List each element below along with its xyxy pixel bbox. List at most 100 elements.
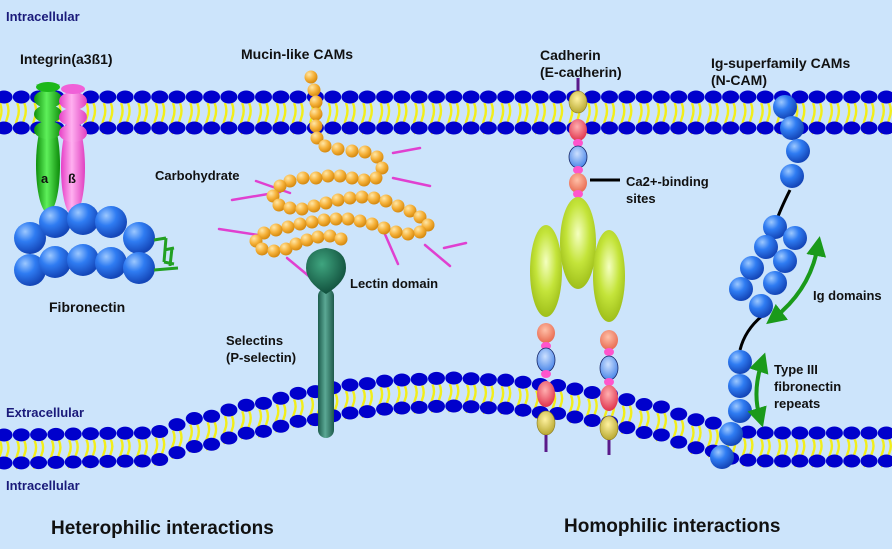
lipid-head xyxy=(583,121,601,135)
lipid-head xyxy=(462,400,480,414)
mucin-bead xyxy=(273,179,287,193)
lipid-head xyxy=(289,90,307,104)
fn3-repeats-label: Type III fibronectin repeats xyxy=(774,361,841,412)
lipid-head xyxy=(272,391,290,405)
mucin-bead xyxy=(257,226,271,240)
lipid-head xyxy=(497,401,515,415)
cadherin-label: Cadherin (E-cadherin) xyxy=(540,47,622,81)
lipid-head xyxy=(358,121,376,135)
mucin-bead xyxy=(318,139,332,153)
mucin-bead xyxy=(323,229,337,243)
lipid-head xyxy=(358,90,376,104)
lipid-head xyxy=(133,90,151,104)
lipid-head xyxy=(0,121,13,135)
lipid-head xyxy=(272,419,290,433)
lipid-head xyxy=(583,90,601,104)
mucin-bead xyxy=(267,244,281,258)
lipid-head xyxy=(99,121,117,135)
lipid-head xyxy=(549,121,567,135)
lipid-head xyxy=(877,90,892,104)
lipid-head xyxy=(652,400,670,414)
lipid-head xyxy=(341,378,359,392)
lipid-head xyxy=(618,90,636,104)
lipid-head xyxy=(151,121,169,135)
region-label-bottom-intracellular: Intracellular xyxy=(6,478,80,493)
region-label-extracellular: Extracellular xyxy=(6,405,85,420)
lipid-head xyxy=(635,398,653,412)
mucin-bead xyxy=(296,171,310,185)
lipid-head xyxy=(0,90,13,104)
mucin-bead xyxy=(333,169,347,183)
lipid-head xyxy=(618,121,636,135)
lipid-head xyxy=(687,413,705,427)
lipid-head xyxy=(376,90,394,104)
lipid-head xyxy=(860,426,878,440)
lipid-head xyxy=(341,90,359,104)
lipid-head xyxy=(514,121,532,135)
lipid-head xyxy=(704,416,722,430)
lipid-head xyxy=(12,456,30,470)
lipid-head xyxy=(393,373,411,387)
mucin-bead xyxy=(307,83,321,97)
lipid-head xyxy=(203,121,221,135)
lipid-head xyxy=(583,385,601,399)
lipid-head xyxy=(255,121,272,135)
lipid-head xyxy=(843,426,861,440)
ig-domains-arrow xyxy=(766,236,827,325)
mucin-bead xyxy=(341,212,355,226)
lipid-head xyxy=(237,398,255,412)
lipid-head xyxy=(445,399,463,413)
lipid-head xyxy=(704,90,722,104)
lipid-head xyxy=(30,428,48,442)
selectin-label-line2: (P-selectin) xyxy=(226,350,297,365)
lipid-head xyxy=(133,454,151,468)
lipid-head xyxy=(376,402,394,416)
lipid-head xyxy=(358,405,376,419)
lipid-head xyxy=(82,455,99,469)
lipid-head xyxy=(64,455,82,469)
lipid-head xyxy=(47,427,65,441)
carbohydrate-label: Carbohydrate xyxy=(155,168,240,183)
mucin-bead xyxy=(365,217,379,231)
lipid-head xyxy=(860,90,878,104)
mucin-bead xyxy=(413,210,427,224)
lipid-head xyxy=(739,425,757,439)
lipid-head xyxy=(445,121,463,135)
lipid-head xyxy=(825,121,843,135)
lipid-head xyxy=(531,121,549,135)
mucin-like-cam xyxy=(249,70,435,258)
lipid-head xyxy=(324,90,342,104)
lipid-head xyxy=(549,90,567,104)
lipid-head xyxy=(203,90,221,104)
integrin-beta-subunit xyxy=(59,84,87,216)
lipid-head xyxy=(116,90,134,104)
lipid-head xyxy=(618,393,636,407)
mucin-bead xyxy=(295,202,309,216)
lipid-head xyxy=(479,401,497,415)
lower-membrane-bilayer xyxy=(0,371,892,470)
lipid-head xyxy=(739,90,757,104)
lipid-head xyxy=(410,121,428,135)
lipid-head xyxy=(756,90,774,104)
lipid-head xyxy=(652,428,670,442)
mucin-bead xyxy=(310,131,324,145)
lipid-head xyxy=(99,454,117,468)
mucin-bead xyxy=(379,194,393,208)
lipid-head xyxy=(601,90,618,104)
mucin-bead xyxy=(345,144,359,158)
lipid-head xyxy=(635,426,653,440)
mucin-bead xyxy=(255,242,269,256)
lipid-head xyxy=(376,121,394,135)
mucin-bead xyxy=(317,213,331,227)
lipid-head xyxy=(618,421,636,435)
lipid-head xyxy=(82,427,99,441)
lipid-head xyxy=(133,121,151,135)
lipid-head xyxy=(116,426,134,440)
mucin-bead xyxy=(311,230,325,244)
cadherin xyxy=(530,78,625,455)
lipid-head xyxy=(151,90,169,104)
lipid-head xyxy=(203,409,221,423)
mucin-bead xyxy=(279,242,293,256)
lipid-head xyxy=(514,403,532,417)
